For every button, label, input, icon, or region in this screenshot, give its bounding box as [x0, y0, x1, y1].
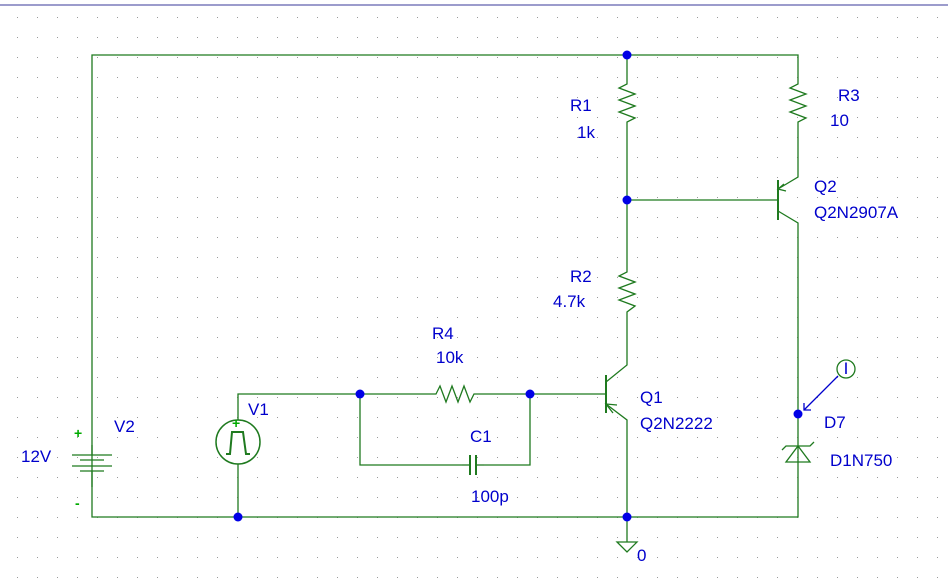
- q1-ref: Q1: [640, 388, 663, 407]
- transistor-q1[interactable]: [604, 375, 618, 414]
- v1-ref: V1: [248, 400, 269, 419]
- ground-label: 0: [637, 546, 646, 565]
- r4-value: 10k: [436, 348, 464, 367]
- d7-value: D1N750: [830, 451, 892, 470]
- resistor-r1[interactable]: [617, 80, 637, 124]
- junction-dot: [355, 389, 365, 399]
- junction-dot: [525, 389, 535, 399]
- resistor-r4[interactable]: [432, 384, 478, 404]
- v2-ref: V2: [114, 417, 135, 436]
- junction-dot: [622, 512, 632, 522]
- r2-value: 4.7k: [553, 292, 586, 311]
- junction-dot: [793, 409, 803, 419]
- q2-ref: Q2: [814, 177, 837, 196]
- capacitor-c1[interactable]: [462, 455, 484, 475]
- pulse-source-v1[interactable]: +: [215, 415, 261, 465]
- d7-ref: D7: [824, 413, 846, 432]
- zener-diode-d7[interactable]: [781, 440, 815, 468]
- q2-value: Q2N2907A: [814, 203, 899, 222]
- battery-minus-sign: -: [75, 495, 80, 511]
- q1-value: Q2N2222: [640, 414, 713, 433]
- current-probe[interactable]: I: [803, 359, 856, 411]
- c1-ref: C1: [470, 427, 492, 446]
- r1-ref: R1: [570, 96, 592, 115]
- r2-ref: R2: [570, 267, 592, 286]
- junction-dot: [233, 512, 243, 522]
- r3-ref: R3: [838, 86, 860, 105]
- battery-plus-sign: +: [74, 425, 82, 441]
- v1-plus-sign: +: [232, 415, 240, 431]
- transistor-q2[interactable]: [776, 180, 787, 220]
- junctions: [233, 50, 803, 522]
- junction-dot: [622, 50, 632, 60]
- ground-symbol[interactable]: [615, 540, 639, 553]
- junction-dot: [622, 195, 632, 205]
- r4-ref: R4: [432, 324, 454, 343]
- probe-symbol: I: [844, 359, 849, 378]
- r1-value: 1k: [577, 123, 595, 142]
- r3-value: 10: [830, 111, 849, 130]
- resistor-r3[interactable]: [788, 80, 808, 124]
- battery-v2[interactable]: + -: [72, 425, 112, 511]
- v2-value: 12V: [21, 447, 52, 466]
- c1-value: 100p: [471, 487, 509, 506]
- resistor-r2[interactable]: [617, 268, 637, 318]
